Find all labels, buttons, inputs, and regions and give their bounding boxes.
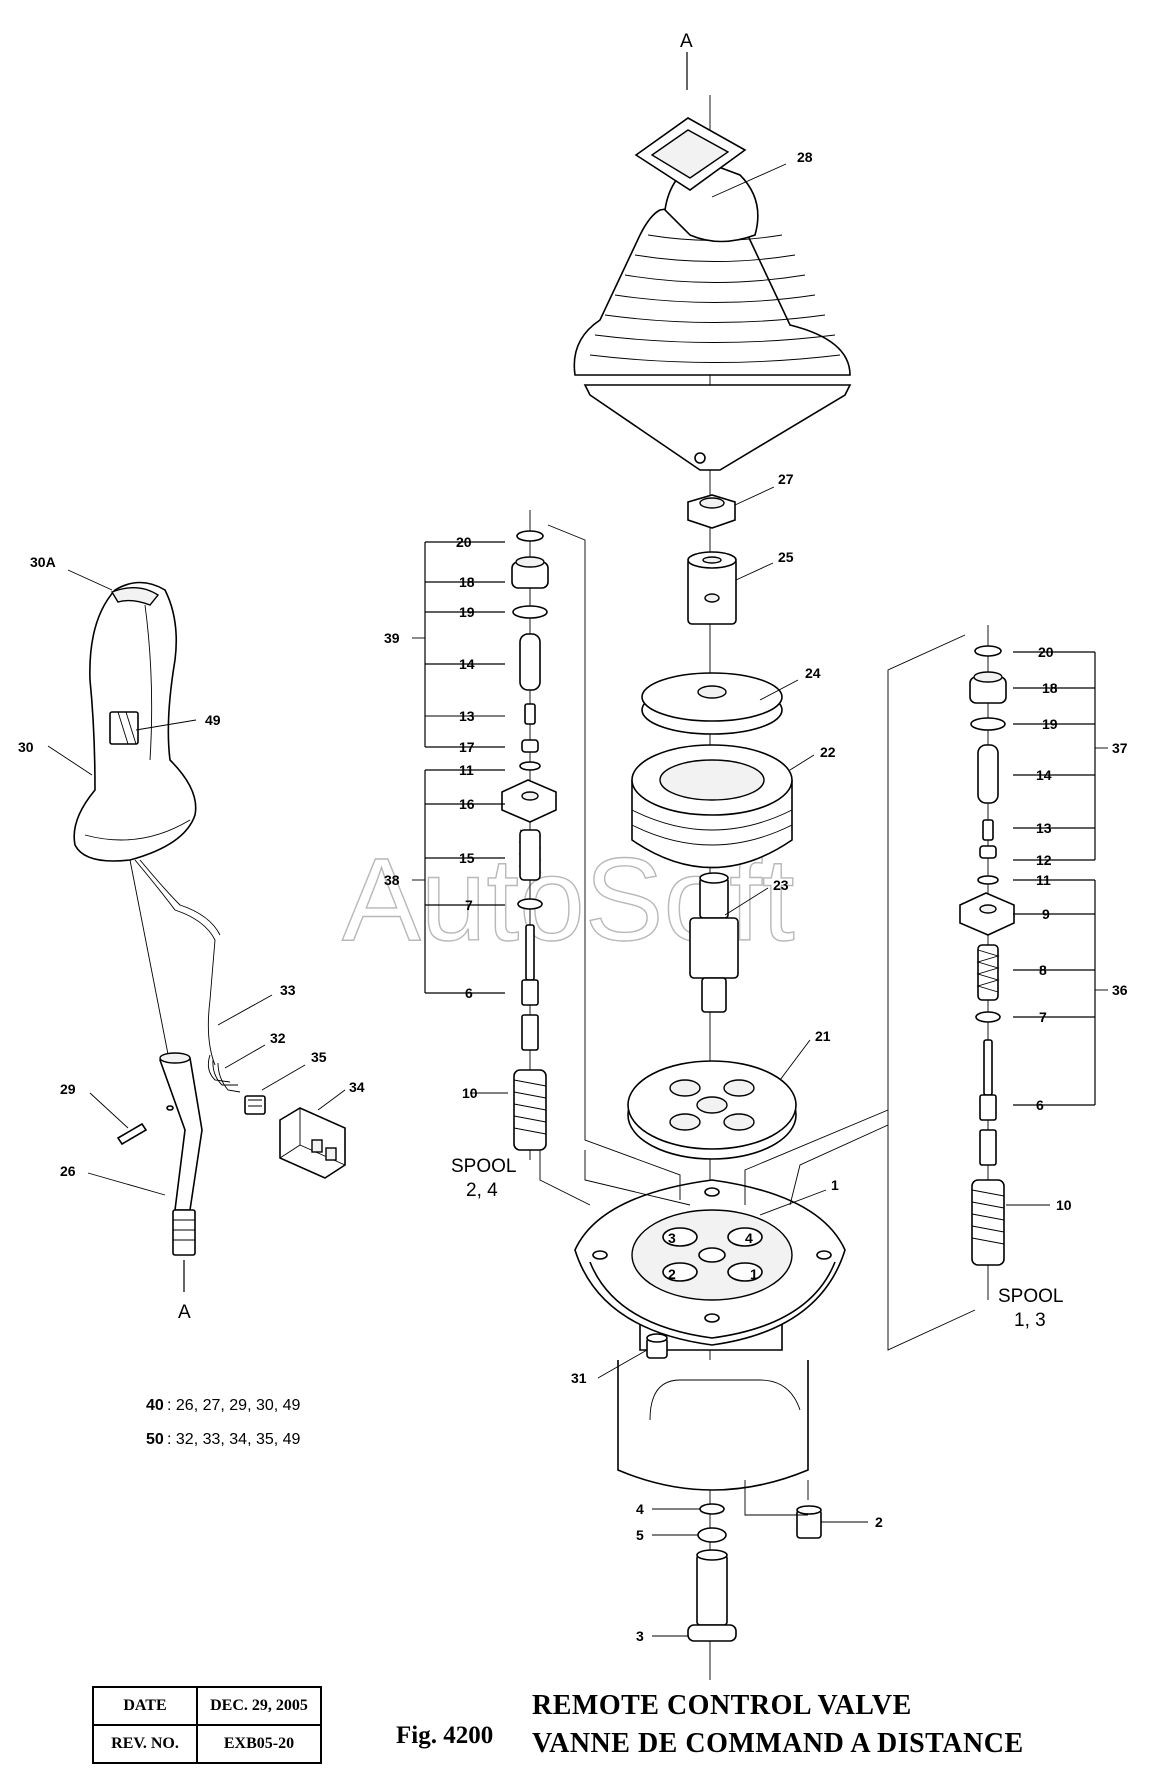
port-number-4: 4 [745,1230,753,1246]
pin-29 [116,1122,148,1146]
date-value: DEC. 29, 2005 [196,1686,322,1726]
section-marker-top: A [680,31,693,52]
callout-2: 2 [875,1514,883,1530]
callout-38: 38 [384,872,400,888]
callout-3: 3 [636,1628,644,1644]
callout-5: 5 [636,1527,644,1543]
coupling-25 [687,551,737,625]
callout-18-right: 18 [1042,680,1058,696]
section-marker-bottom: A [178,1302,191,1323]
kit-40-parts: : 26, 27, 29, 30, 49 [167,1397,301,1414]
callout-28: 28 [797,149,813,165]
disc-plate-24 [641,672,783,735]
callout-13-left: 13 [459,708,475,724]
bracket-39 [424,541,505,748]
callout-7-right: 7 [1039,1009,1047,1025]
callout-33: 33 [280,982,296,998]
bracket-37 [1013,651,1096,861]
figure-title-english: REMOTE CONTROL VALVE [532,1690,912,1721]
callout-32: 32 [270,1030,286,1046]
spool-right-numbers: 1, 3 [1014,1310,1046,1331]
callout-49: 49 [205,712,221,728]
connector-34 [279,1107,346,1179]
bracket-36 [1013,879,1096,1106]
connector-35 [244,1095,266,1115]
terminals-32 [207,1054,241,1093]
figure-title-french: VANNE DE COMMAND A DISTANCE [532,1728,1024,1759]
plug-31 [646,1333,668,1359]
kit-50-parts: : 32, 33, 34, 35, 49 [167,1431,301,1448]
callout-39: 39 [384,630,400,646]
port-number-2: 2 [668,1266,676,1282]
callout-12: 12 [1036,852,1052,868]
valve-housing-1: 3 4 2 1 [574,1179,846,1491]
callout-13-right: 13 [1036,820,1052,836]
callout-8: 8 [1039,962,1047,978]
callout-29: 29 [60,1081,76,1097]
callout-17: 17 [459,739,475,755]
callout-15: 15 [459,850,475,866]
callout-6-left: 6 [465,985,473,1001]
left-spool-stack [501,530,557,1151]
callout-37: 37 [1112,740,1128,756]
callout-23: 23 [773,877,789,893]
plug-2 [796,1505,822,1539]
callout-7-left: 7 [465,897,473,913]
nut-27 [687,494,736,529]
kit-40-id: 40 [146,1397,164,1414]
callout-22: 22 [820,744,836,760]
callout-27: 27 [778,471,794,487]
callout-16: 16 [459,796,475,812]
joystick-handle-30 [73,581,221,1091]
rubber-boot [573,117,852,471]
revision-table: DATE DEC. 29, 2005 REV. NO. EXB05-20 [92,1686,322,1764]
callout-21: 21 [815,1028,831,1044]
callout-18-left: 18 [459,574,475,590]
spool-plate-21 [627,1060,797,1160]
callout-11-right: 11 [1036,872,1051,888]
spool-left-label: SPOOL [451,1156,516,1177]
port-number-3: 3 [668,1230,676,1246]
callout-31: 31 [571,1370,587,1386]
callout-11-left: 11 [459,762,474,778]
callout-36: 36 [1112,982,1128,998]
callout-25: 25 [778,549,794,565]
callout-9: 9 [1042,906,1050,922]
port-number-1: 1 [750,1266,758,1282]
right-spool-stack [959,645,1015,1266]
callout-10-right: 10 [1056,1197,1072,1213]
lever-shaft-26 [159,1052,203,1256]
bracket-38 [424,769,505,994]
callout-20-left: 20 [456,534,472,550]
callout-4: 4 [636,1501,644,1517]
callout-34: 34 [349,1079,365,1095]
callout-26: 26 [60,1163,76,1179]
callout-30A: 30A [30,554,56,570]
figure-number: Fig. 4200 [396,1722,494,1749]
callout-10-left: 10 [462,1085,478,1101]
callout-19-right: 19 [1042,716,1058,732]
callout-20-right: 20 [1038,644,1054,660]
spool-left-numbers: 2, 4 [466,1180,498,1201]
spool-right-label: SPOOL [998,1286,1063,1307]
callout-14-left: 14 [459,656,475,672]
callout-19-left: 19 [459,604,475,620]
shaft-assembly-3 [687,1503,737,1642]
universal-joint-23 [689,872,739,1013]
callout-30: 30 [18,739,34,755]
date-label: DATE [92,1686,198,1726]
rev-value: EXB05-20 [196,1724,322,1764]
callout-14-right: 14 [1036,767,1052,783]
callout-6-right: 6 [1036,1097,1044,1113]
callout-24: 24 [805,665,821,681]
kit-50-id: 50 [146,1431,164,1448]
callout-1: 1 [831,1177,839,1193]
callout-35: 35 [311,1049,327,1065]
cam-plate-22 [631,744,793,869]
rev-label: REV. NO. [92,1724,198,1764]
